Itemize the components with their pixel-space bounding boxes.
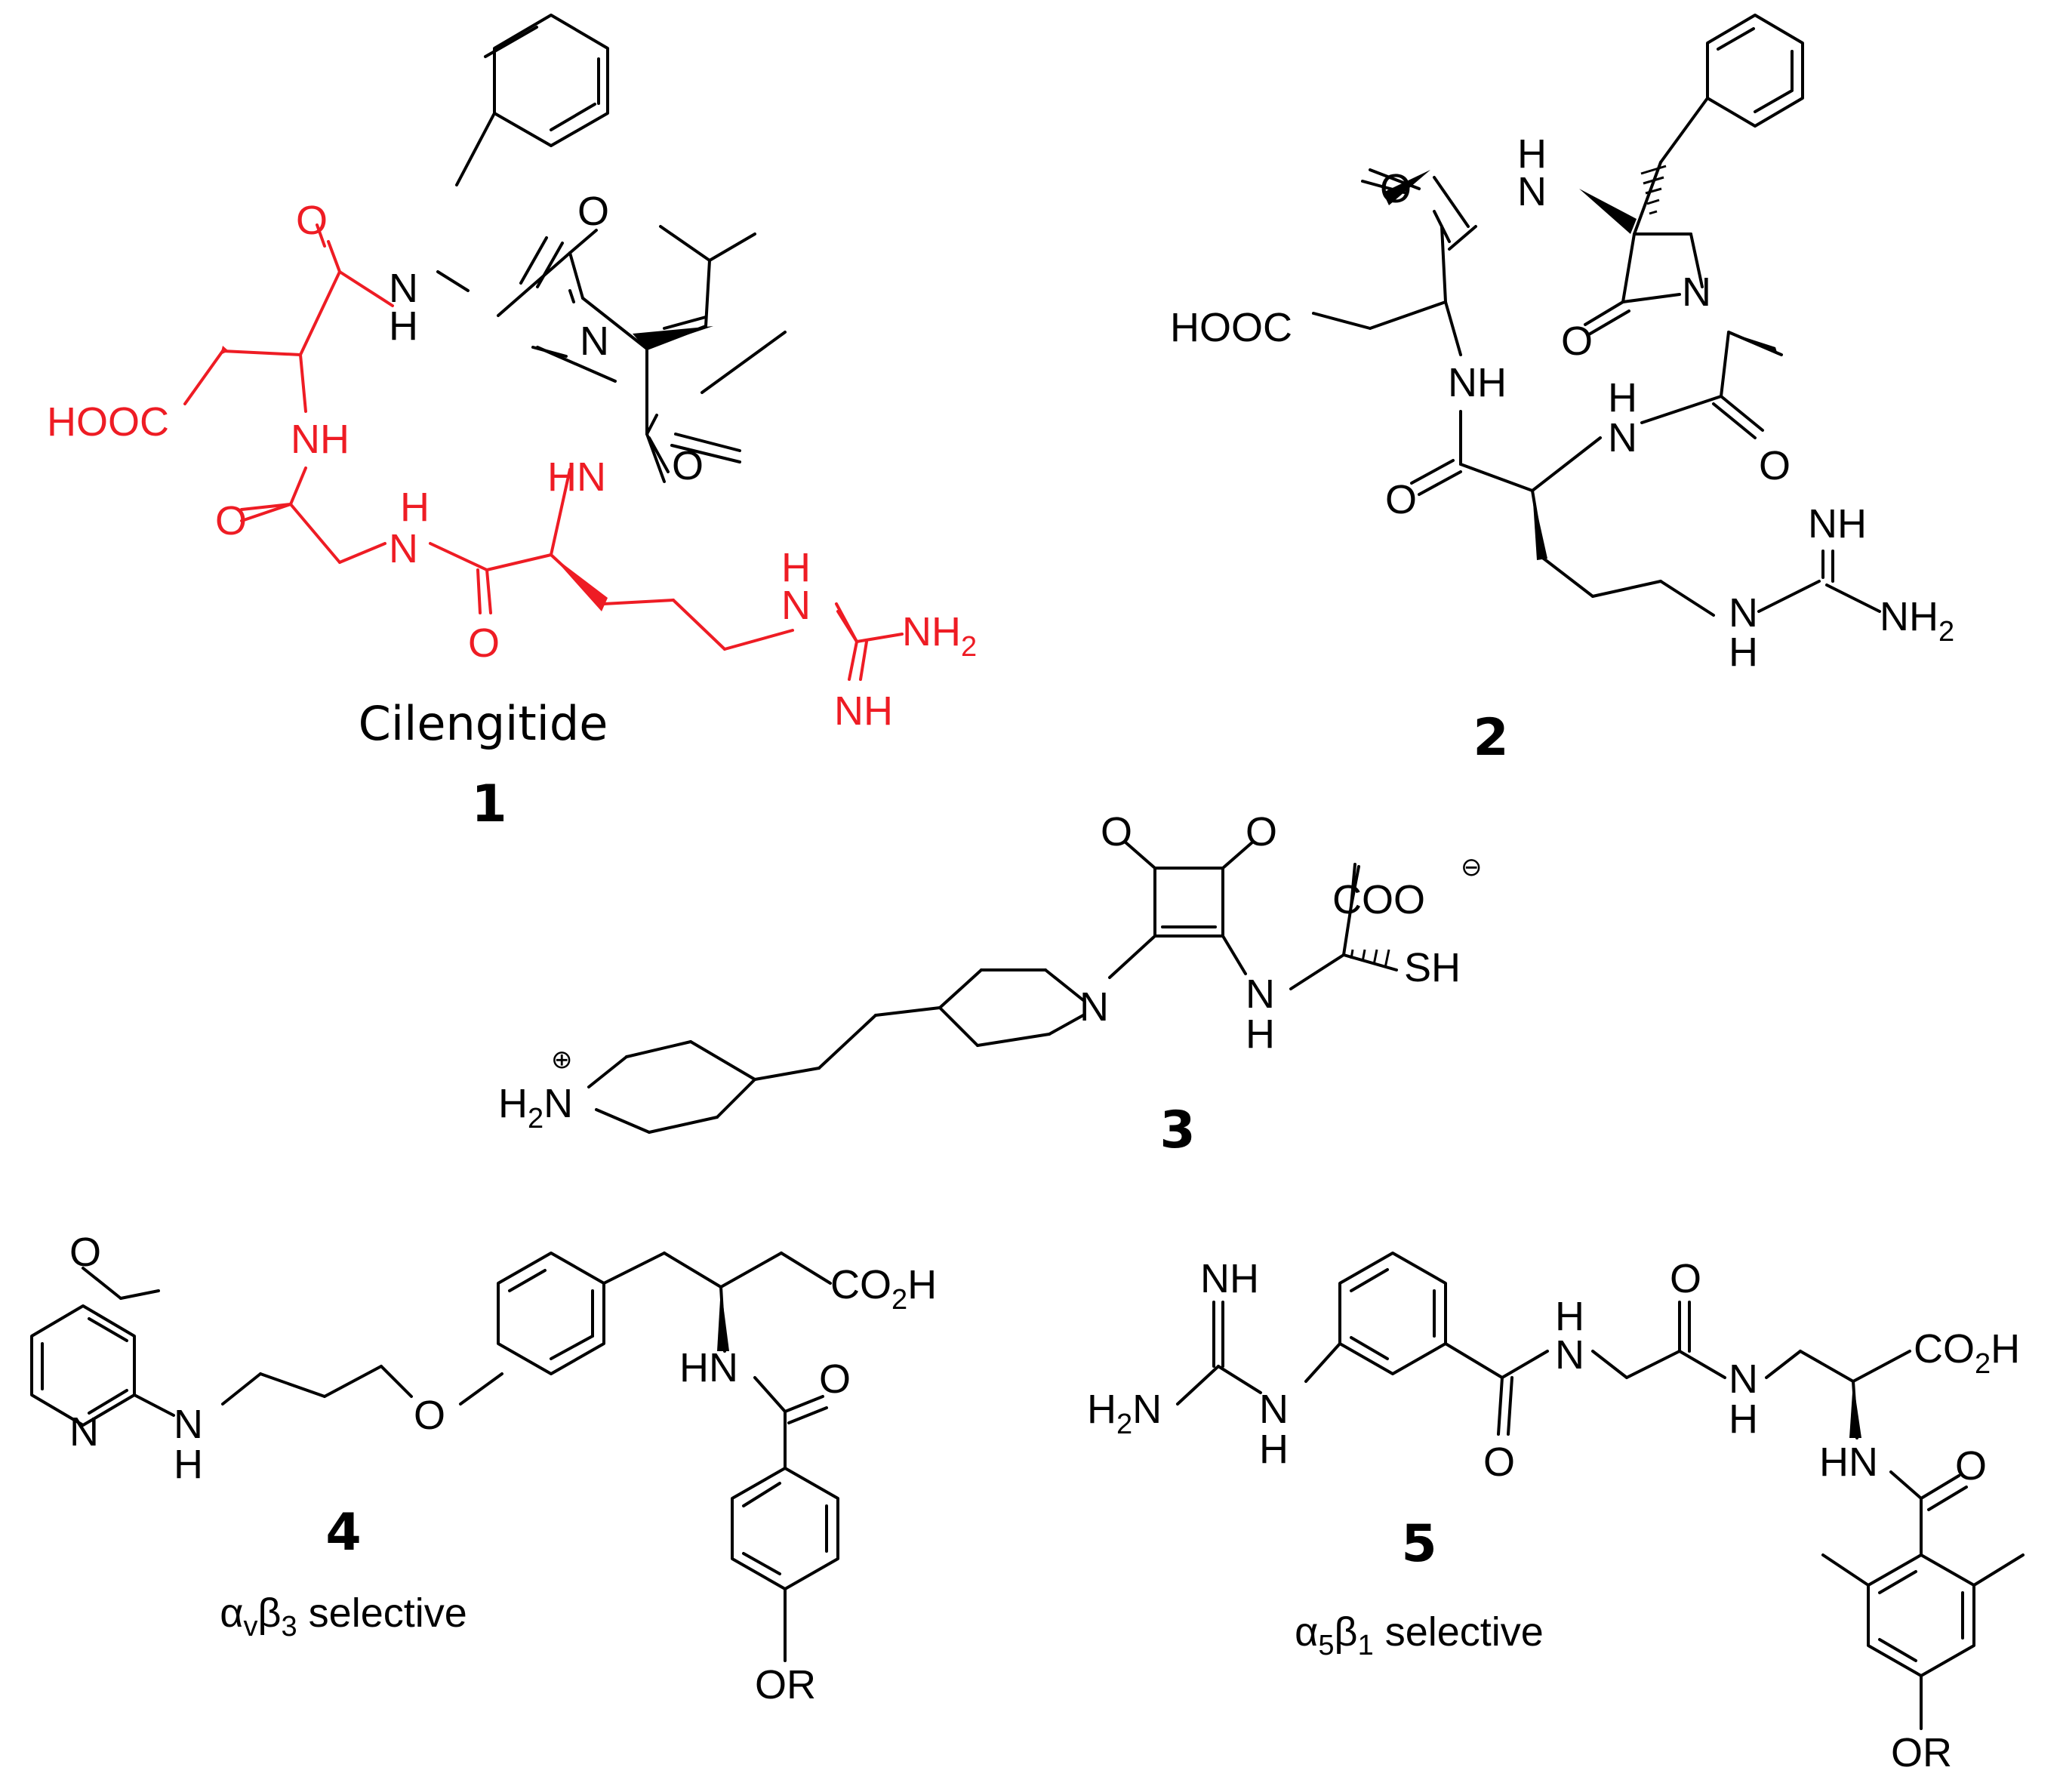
c1-gly-nh-h: H [400,485,430,530]
c5-benzoyl-ring [1867,1553,1975,1677]
c1-asp-nh-label: NH [291,417,349,462]
c5-amide3-hn: HN [1819,1439,1878,1485]
compound-4-selectivity: αvβ3 selective [220,1590,467,1643]
compound-3-structure: O O COO ⊖ SH N N H H2N ⊕ 3 [498,809,1483,1160]
c2-guanidine-nh2: NH2 [1880,594,1954,648]
c1-val-oxygen: O [577,189,609,234]
c3-ammonium-charge: ⊕ [551,1045,573,1074]
c2-guanidine-imine: NH [1808,501,1867,547]
c1-phe-nh-n: N [389,266,418,311]
c4-amine-n: N [174,1402,203,1447]
c3-carboxylate: COO [1332,877,1425,922]
c5-guanidine-imine: NH [1200,1256,1259,1301]
c1-cooh-label: HOOC [47,399,169,445]
c4-amide-hn: HN [679,1345,738,1390]
c1-gly-oxygen: O [215,498,247,543]
c4-methoxy-oxygen: O [69,1230,101,1275]
compound-2-number: 2 [1473,708,1508,768]
compound-3-number: 3 [1159,1101,1195,1160]
c5-amide1-oxygen: O [1483,1439,1515,1485]
c1-guanidine-n: N [781,583,811,628]
c1-nme-nitrogen: N [580,319,609,364]
c2-cooh-label: HOOC [1170,305,1292,350]
c5-amide1-h: H [1555,1294,1584,1339]
compound-5-selectivity: α5β1 selective [1295,1609,1544,1661]
c2-top-nh-n: N [1517,169,1547,214]
c1-arg-hn-label: HN [547,454,606,500]
c1-guanidine-imine: NH [834,688,893,734]
c5-amide2-oxygen: O [1670,1256,1701,1301]
c2-arg-nh-h: H [1608,375,1637,420]
compound-2-structure: O H N HOOC O N NH H N O O NH N H NH2 2 [1170,14,1954,768]
c2-lactam-nitrogen: N [1682,269,1711,315]
c3-nh-h: H [1246,1011,1275,1057]
compound-4-structure: O N N H O CO2H HN O OR 4 αvβ3 selective [30,1230,937,1707]
c3-piperidine-nitrogen: N [1079,984,1109,1030]
c5-or-group: OR [1891,1730,1952,1775]
c5-amide3-oxygen: O [1955,1443,1987,1489]
c2-arg-nh-n: N [1608,415,1637,460]
c4-phenyl-ring [497,1252,605,1375]
c5-amide1-n: N [1555,1332,1584,1378]
compound-5-number: 5 [1401,1514,1436,1574]
c5-guanidine-h: H [1259,1427,1289,1472]
c2-lactam-oxygen: O [1561,319,1593,364]
c3-ammonium: H2N [498,1081,573,1135]
c2-ala-oxygen: O [1759,443,1791,488]
c3-oxygen-2: O [1246,809,1277,854]
c1-arg-oxygen: O [468,620,500,666]
compound-5-structure: NH H2N N H H N O O N H CO2H HN O OR 5 α5… [1087,1252,2025,1775]
c1-phenyl-ring [493,14,609,147]
c5-amide2-h: H [1729,1396,1758,1442]
c3-carboxylate-charge: ⊖ [1461,853,1483,882]
c5-amide2-n: N [1729,1356,1758,1402]
c1-amide-oxygen: O [672,443,704,488]
c1-asp-carbonyl-oxygen: O [296,198,328,243]
c4-amine-h: H [174,1442,203,1487]
compound-1-name: Cilengitide [359,696,608,751]
c4-pyridine-nitrogen: N [69,1409,99,1455]
c4-pyridine-ring [30,1304,136,1427]
c4-benzoyl-ring [731,1467,839,1590]
c5-guanidine-nh2: H2N [1087,1387,1162,1440]
c2-phenyl-ring [1706,14,1804,128]
c1-gly-nh-n: N [389,526,418,571]
c4-ether-oxygen: O [414,1393,445,1438]
compound-1-number: 1 [471,774,507,834]
c2-bottom-oxygen: O [1385,477,1417,522]
c2-top-oxygen: O [1380,166,1412,211]
c4-amide-oxygen: O [819,1356,851,1402]
c4-carboxylic-acid: CO2H [830,1262,937,1316]
c1-guanidine-nh2: NH2 [902,609,977,663]
c5-guanidine-n: N [1259,1387,1289,1432]
compound-4-number: 4 [325,1503,361,1563]
c2-asp-nh: NH [1448,360,1507,405]
c3-thiol: SH [1404,945,1461,990]
compound-1-structure: O N H N O O HOOC NH O H N HN O H N NH2 N… [47,14,977,834]
c3-oxygen-1: O [1101,809,1132,854]
c1-phe-nh-h: H [389,303,418,349]
c5-phenyl-ring [1338,1252,1447,1375]
c1-guanidine-h: H [781,545,811,590]
c5-carboxylic-acid: CO2H [1914,1326,2020,1380]
c4-or-group: OR [755,1662,816,1707]
c2-guanidine-h: H [1729,630,1758,675]
c2-top-nh-h: H [1517,131,1547,177]
c2-guanidine-n: N [1729,590,1758,636]
c3-nh-n: N [1246,971,1275,1017]
